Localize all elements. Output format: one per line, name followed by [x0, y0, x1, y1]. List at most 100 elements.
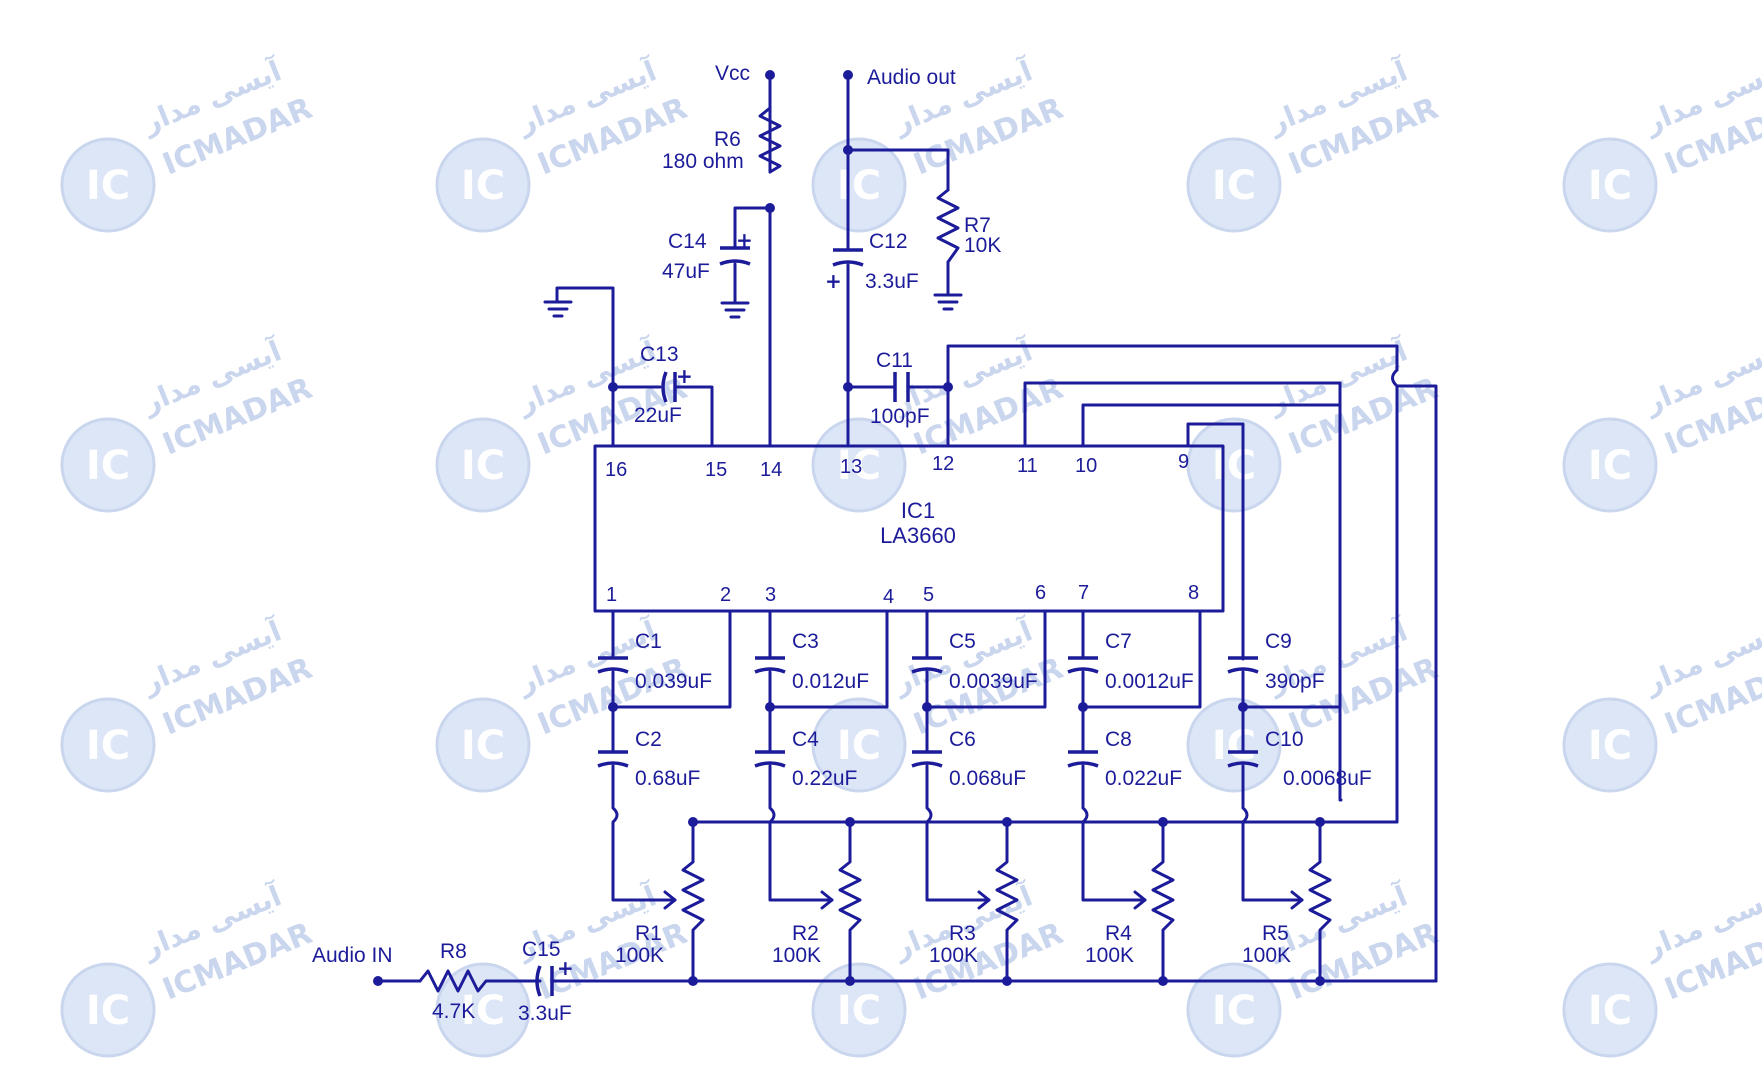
- ground-c14: [720, 301, 750, 319]
- pin-8: 8: [1188, 582, 1199, 604]
- wire-bottom-cap-1: [611, 705, 677, 902]
- svg-text:IC: IC: [86, 163, 130, 209]
- label-c8: C8: [1105, 728, 1132, 751]
- r7-value: 10K: [964, 234, 1001, 257]
- capacitor-c12: [832, 248, 864, 267]
- pin-11: 11: [1017, 455, 1038, 477]
- wiper-arrow-1: [663, 890, 677, 910]
- ic-body: [593, 444, 1225, 613]
- label-r5: R5: [1262, 922, 1289, 945]
- value-r5: 100K: [1242, 944, 1291, 967]
- value-r1: 100K: [615, 944, 664, 967]
- capacitor-c9: [1227, 656, 1259, 674]
- wire-c14: [733, 206, 772, 305]
- svg-text:IC: IC: [86, 988, 130, 1034]
- svg-text:IC: IC: [1212, 163, 1256, 209]
- svg-text:IC: IC: [1212, 988, 1256, 1034]
- ic-part-number: LA3660: [880, 523, 956, 548]
- resistor-r8: [418, 969, 494, 993]
- c11-label: C11: [876, 349, 913, 372]
- equalizer-bands: C10.039uFC20.68uFR1100KC30.012uFC40.22uF…: [597, 403, 1372, 986]
- r7-label: R7: [964, 214, 991, 237]
- wire-pin10: [1081, 403, 1342, 448]
- c14-value: 47uF: [662, 260, 710, 283]
- capacitor-c6: [911, 750, 943, 768]
- pin-9: 9: [1178, 451, 1189, 473]
- pin-15: 15: [705, 459, 727, 481]
- svg-text:IC: IC: [1212, 723, 1256, 769]
- label-r2: R2: [792, 922, 819, 945]
- r6-label: R6: [714, 128, 741, 151]
- c13-label: C13: [640, 343, 679, 366]
- pin-12: 12: [932, 453, 954, 475]
- label-c7: C7: [1105, 630, 1132, 653]
- r6-value: 180 ohm: [662, 150, 744, 173]
- svg-text:IC: IC: [461, 443, 505, 489]
- r8-label: R8: [440, 940, 467, 963]
- svg-text:IC: IC: [1588, 163, 1632, 209]
- pin-5: 5: [923, 584, 934, 606]
- c14-label: C14: [668, 230, 707, 253]
- pin-3: 3: [765, 584, 776, 606]
- svg-text:IC: IC: [1588, 443, 1632, 489]
- pin-16: 16: [605, 459, 627, 481]
- r8-value: 4.7K: [432, 1000, 475, 1023]
- wiper-arrow-5: [1290, 890, 1304, 910]
- label-c3: C3: [792, 630, 819, 653]
- eq-band-2: [754, 609, 889, 986]
- label-c10: C10: [1265, 728, 1304, 751]
- capacitor-c10: [1227, 750, 1259, 768]
- wire-crossover-pin12: [1391, 368, 1399, 388]
- wire-pin9: [1186, 422, 1245, 661]
- capacitor-c4: [754, 750, 786, 768]
- pin-14: 14: [760, 459, 782, 481]
- wire-c13: [611, 385, 714, 448]
- value-r3: 100K: [929, 944, 978, 967]
- label-r1: R1: [635, 922, 662, 945]
- ground-r7: [933, 293, 963, 311]
- pin-1: 1: [606, 584, 617, 606]
- value-c6: 0.068uF: [949, 767, 1026, 790]
- value-c4: 0.22uF: [792, 767, 857, 790]
- eq-band-4: [1067, 609, 1202, 986]
- audio-in-label: Audio IN: [312, 944, 393, 967]
- value-c10: 0.0068uF: [1283, 767, 1372, 790]
- capacitor-c2: [597, 750, 629, 768]
- wire-band-loop-3: [925, 609, 1047, 709]
- label-c9: C9: [1265, 630, 1292, 653]
- node-pin13-c11: [843, 382, 853, 392]
- potentiometer-r2: [838, 820, 862, 983]
- value-c3: 0.012uF: [792, 670, 869, 693]
- wire-r7: [846, 148, 950, 297]
- potentiometer-r5: [1308, 820, 1332, 983]
- c15-label: C15: [522, 938, 561, 961]
- resistor-r7: [936, 188, 960, 264]
- value-c8: 0.022uF: [1105, 767, 1182, 790]
- capacitor-c11: [893, 372, 910, 402]
- c14-plus-sign: +: [736, 228, 753, 252]
- value-c1: 0.039uF: [635, 670, 712, 693]
- c15-value: 3.3uF: [518, 1002, 572, 1025]
- c13-plus-sign: +: [676, 364, 693, 388]
- resistor-r6: [758, 106, 782, 174]
- c11-value: 100pF: [870, 405, 930, 428]
- svg-text:IC: IC: [837, 443, 881, 489]
- c15-plus-sign: +: [557, 956, 574, 980]
- vcc-label: Vcc: [715, 62, 750, 85]
- c12-plus-sign: +: [825, 269, 842, 293]
- wire-band-loop-5: [1241, 403, 1342, 709]
- value-c9: 390pF: [1265, 670, 1325, 693]
- pin-7: 7: [1078, 582, 1089, 604]
- label-r3: R3: [949, 922, 976, 945]
